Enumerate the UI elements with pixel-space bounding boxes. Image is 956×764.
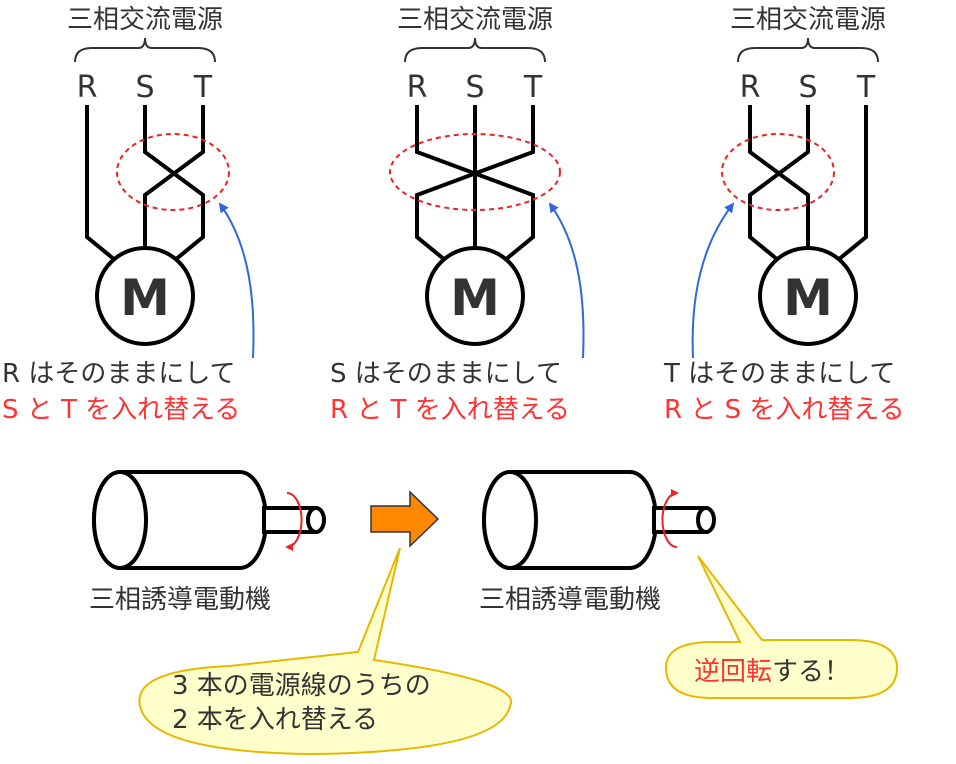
motor-symbol-1: M [120, 269, 170, 327]
phase-s-3: S [798, 70, 817, 105]
swap-text-1: S と T を入れ替える [2, 395, 240, 425]
callout-right-text: 逆回転する！ [694, 657, 850, 687]
swap-text-2: R と T を入れ替える [330, 395, 570, 425]
callout-left-line1: 3 本の電源線のうちの [172, 671, 431, 701]
callout-right-bubble [664, 555, 899, 699]
phase-t-1: T [193, 70, 213, 105]
rotation-arrow-before [285, 492, 303, 551]
wire-t-2 [415, 105, 535, 262]
diagram-swap-r-t: 三相交流電源 R S T M S はそのままにして R と T を入れ替える [330, 5, 585, 425]
phase-r-1: R [77, 70, 98, 105]
wire-t-1 [143, 105, 205, 248]
motor-after: 三相誘導電動機 [479, 470, 716, 615]
wire-r-2 [415, 105, 535, 262]
wire-s-3 [748, 105, 810, 262]
pointer-arrow-3 [691, 202, 735, 359]
wire-s-1 [143, 105, 205, 262]
brace-1 [74, 37, 216, 63]
motor-shaft-end-after [696, 506, 716, 534]
supply-label-2: 三相交流電源 [397, 5, 553, 35]
pointer-arrow-1 [218, 202, 255, 359]
wire-r-1 [85, 105, 117, 262]
motor-symbol-3: M [783, 269, 833, 327]
diagram-swap-s-t: 三相交流電源 R S T M R はそのままにして S と T を入れ替える [2, 5, 255, 425]
callout-left-line2: 2 本を入れ替える [172, 705, 378, 735]
wire-r-3 [748, 105, 810, 248]
callout-right-red: 逆回転 [694, 657, 772, 687]
phase-r-3: R [740, 70, 761, 105]
keep-text-3: T はそのままにして [663, 359, 895, 389]
transition-arrow [370, 490, 440, 548]
pointer-arrow-2 [548, 202, 585, 359]
motor-1 [95, 246, 195, 346]
rotation-arrow-after [661, 489, 679, 548]
motor-2 [425, 246, 525, 346]
motor-before: 三相誘導電動機 [89, 470, 326, 615]
phase-r-2: R [407, 70, 428, 105]
diagram-swap-r-s: 三相交流電源 R S T M T はそのままにして R と S を入れ替える [663, 5, 905, 425]
keep-text-2: S はそのままにして [330, 359, 562, 389]
swap-highlight-1 [116, 133, 230, 211]
motor-3 [758, 246, 858, 346]
supply-label-3: 三相交流電源 [730, 5, 886, 35]
phase-s-1: S [135, 70, 154, 105]
callout-left-bubble [138, 547, 513, 756]
swap-text-3: R と S を入れ替える [664, 395, 905, 425]
brace-3 [737, 37, 879, 63]
machine-label-before: 三相誘導電動機 [89, 585, 271, 615]
motor-face-before [92, 470, 148, 570]
motor-shaft-end-before [306, 506, 326, 534]
brace-2 [404, 37, 546, 63]
machine-label-after: 三相誘導電動機 [479, 585, 661, 615]
phase-t-3: T [856, 70, 876, 105]
wire-t-3 [836, 105, 868, 262]
swap-highlight-2 [389, 133, 561, 211]
supply-label-1: 三相交流電源 [67, 5, 223, 35]
swap-highlight-3 [721, 133, 835, 211]
motor-face-after [482, 470, 538, 570]
phase-t-2: T [523, 70, 543, 105]
phase-s-2: S [465, 70, 484, 105]
callout-right-rest: する！ [772, 657, 850, 687]
motor-symbol-2: M [450, 269, 500, 327]
keep-text-1: R はそのままにして [2, 359, 236, 389]
